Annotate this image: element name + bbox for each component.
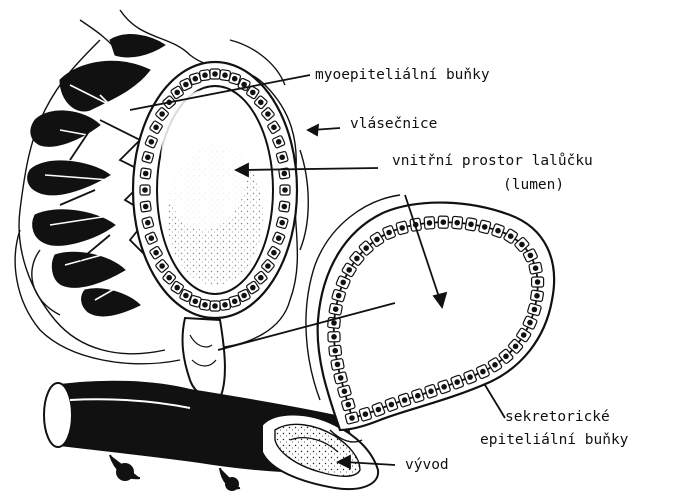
cell-nucleus: [522, 333, 526, 337]
cell-nucleus: [277, 236, 281, 240]
cell-nucleus: [469, 222, 473, 226]
cell-nucleus: [146, 155, 150, 159]
cell-nucleus: [339, 376, 343, 380]
cell-nucleus: [144, 171, 148, 175]
cell-nucleus: [481, 369, 485, 373]
cell-nucleus: [416, 394, 420, 398]
cell-nucleus: [350, 416, 354, 420]
cell-nucleus: [334, 307, 338, 311]
cell-nucleus: [493, 363, 497, 367]
cell-nucleus: [266, 264, 270, 268]
label-lumen-line1: vnitřní prostor lalůčku: [392, 152, 593, 170]
cell-nucleus: [149, 236, 153, 240]
cell-nucleus: [535, 280, 539, 284]
cell-nucleus: [341, 280, 345, 284]
cell-nucleus: [280, 155, 284, 159]
cell-nucleus: [251, 90, 255, 94]
cell-nucleus: [509, 234, 513, 238]
cell-nucleus: [160, 112, 164, 116]
cell-nucleus: [496, 229, 500, 233]
cell-nucleus: [282, 171, 286, 175]
cell-nucleus: [144, 204, 148, 208]
cell-nucleus: [242, 293, 246, 297]
cell-nucleus: [429, 389, 433, 393]
label-lumen-line2: (lumen): [503, 176, 564, 194]
cell-nucleus: [427, 221, 431, 225]
label-capillaries: vlásečnice: [350, 115, 437, 133]
cell-nucleus: [455, 380, 459, 384]
cell-nucleus: [347, 268, 351, 272]
cell-nucleus: [175, 285, 179, 289]
cell-nucleus: [363, 412, 367, 416]
cell-nucleus: [528, 320, 532, 324]
cell-nucleus: [154, 251, 158, 255]
cell-nucleus: [441, 220, 445, 224]
label-myoepithelial-cells: myoepiteliální buňky: [315, 66, 490, 84]
cell-nucleus: [528, 253, 532, 257]
cell-nucleus: [342, 389, 346, 393]
cell-nucleus: [364, 246, 368, 250]
cell-nucleus: [483, 225, 487, 229]
cell-nucleus: [283, 188, 287, 192]
cell-nucleus: [389, 402, 393, 406]
cell-nucleus: [337, 293, 341, 297]
cell-nucleus: [520, 242, 524, 246]
pointer-secretory: [485, 385, 505, 418]
cell-nucleus: [280, 221, 284, 225]
cell-nucleus: [455, 221, 459, 225]
cell-nucleus: [251, 285, 255, 289]
small-duct: [183, 318, 225, 398]
cell-nucleus: [233, 77, 237, 81]
pointer-capillaries-arrowhead: [308, 125, 318, 135]
cell-nucleus: [376, 407, 380, 411]
cell-nucleus: [146, 221, 150, 225]
cell-nucleus: [213, 72, 217, 76]
cell-nucleus: [203, 303, 207, 307]
cell-nucleus: [402, 398, 406, 402]
cell-nucleus: [333, 349, 337, 353]
cell-nucleus: [442, 385, 446, 389]
cell-nucleus: [266, 112, 270, 116]
cell-nucleus: [193, 77, 197, 81]
cell-nucleus: [223, 303, 227, 307]
cell-nucleus: [167, 276, 171, 280]
cell-nucleus: [282, 204, 286, 208]
cell-nucleus: [332, 335, 336, 339]
label-secretory-line1: sekretorické: [505, 408, 610, 426]
cell-nucleus: [375, 237, 379, 241]
cell-nucleus: [535, 294, 539, 298]
cell-nucleus: [184, 293, 188, 297]
cell-nucleus: [468, 375, 472, 379]
cell-nucleus: [346, 402, 350, 406]
cell-nucleus: [242, 82, 246, 86]
cell-nucleus: [203, 73, 207, 77]
cell-nucleus: [223, 73, 227, 77]
cell-nucleus: [149, 140, 153, 144]
label-duct: vývod: [405, 456, 449, 474]
cell-nucleus: [387, 230, 391, 234]
cell-nucleus: [400, 226, 404, 230]
cell-nucleus: [335, 362, 339, 366]
cell-nucleus: [213, 304, 217, 308]
cell-nucleus: [277, 140, 281, 144]
cell-nucleus: [175, 90, 179, 94]
label-secretory-line2: epiteliální buňky: [480, 431, 628, 449]
cell-nucleus: [160, 264, 164, 268]
cell-nucleus: [143, 188, 147, 192]
cell-nucleus: [154, 125, 158, 129]
cell-nucleus: [504, 354, 508, 358]
cell-nucleus: [259, 100, 263, 104]
cell-nucleus: [533, 266, 537, 270]
cell-nucleus: [193, 299, 197, 303]
cell-nucleus: [259, 276, 263, 280]
cell-nucleus: [272, 251, 276, 255]
cell-nucleus: [332, 321, 336, 325]
cell-nucleus: [233, 299, 237, 303]
cell-nucleus: [513, 344, 517, 348]
cell-nucleus: [532, 307, 536, 311]
cell-nucleus: [272, 125, 276, 129]
cell-nucleus: [184, 82, 188, 86]
cell-nucleus: [355, 256, 359, 260]
